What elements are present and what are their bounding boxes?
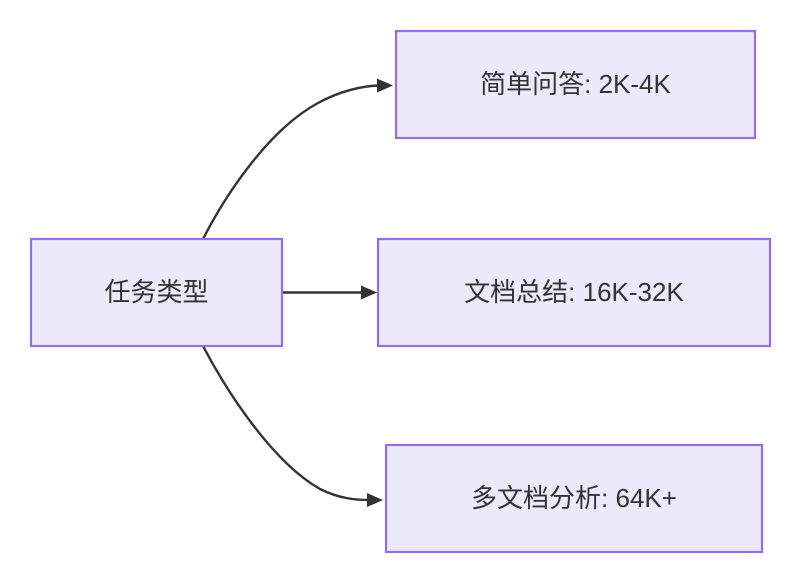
edge-root-to-branch-1 bbox=[201, 78, 393, 240]
node-root[interactable]: 任务类型 bbox=[29, 237, 284, 348]
node-branch-2[interactable]: 文档总结: 16K-32K bbox=[376, 237, 772, 348]
edge-root-to-branch-2 bbox=[282, 285, 377, 300]
node-root-label: 任务类型 bbox=[104, 277, 208, 307]
node-branch-3[interactable]: 多文档分析: 64K+ bbox=[384, 443, 764, 554]
edge-path-root-to-branch-3 bbox=[201, 345, 370, 502]
arrowhead-branch-1 bbox=[377, 78, 393, 93]
node-branch-1-box[interactable] bbox=[394, 29, 757, 140]
node-branch-1[interactable]: 简单问答: 2K-4K bbox=[394, 29, 757, 140]
edge-path-root-to-branch-1 bbox=[201, 84, 380, 240]
arrowhead-branch-2 bbox=[361, 285, 377, 300]
arrowhead-branch-3 bbox=[367, 493, 383, 507]
node-branch-3-box[interactable] bbox=[384, 443, 764, 554]
node-root-box[interactable] bbox=[29, 237, 284, 348]
node-branch-3-label: 多文档分析: 64K+ bbox=[471, 483, 677, 513]
edge-root-to-branch-3 bbox=[201, 345, 383, 507]
node-branch-2-label: 文档总结: 16K-32K bbox=[464, 277, 684, 307]
node-branch-1-label: 简单问答: 2K-4K bbox=[480, 69, 671, 99]
node-branch-2-box[interactable] bbox=[376, 237, 772, 348]
